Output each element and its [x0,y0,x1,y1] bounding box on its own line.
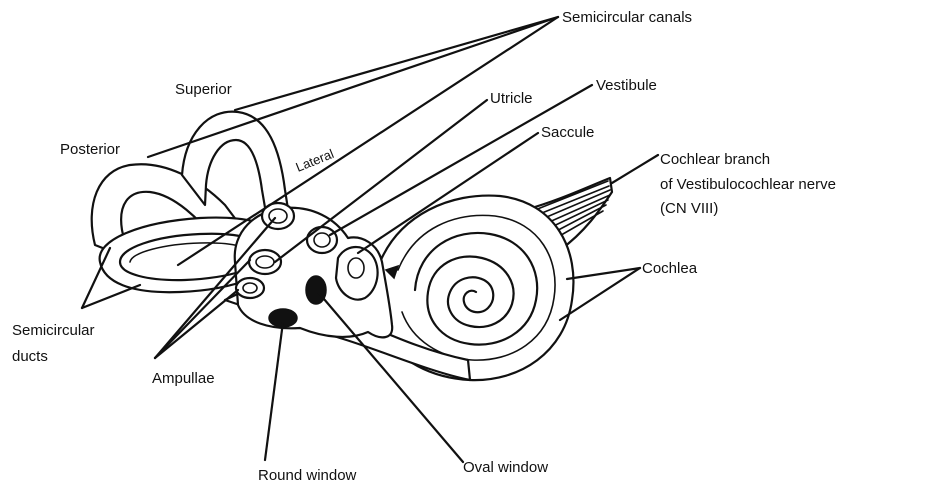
vestibule-body [235,203,398,337]
label-ampullae: Ampullae [152,370,215,387]
label-lateral: Lateral [294,146,337,175]
label-cochlear-branch-line2: of Vestibulocochlear nerve [660,176,836,193]
label-utricle: Utricle [490,90,533,107]
label-semicircular-ducts-line2: ducts [12,348,48,365]
label-superior: Superior [175,81,232,98]
label-semicircular-canals: Semicircular canals [562,9,692,26]
label-cochlear-branch-line3: (CN VIII) [660,200,718,217]
label-oval-window: Oval window [463,459,548,476]
label-cochlear-branch-line1: Cochlear branch [660,151,770,168]
label-posterior: Posterior [60,141,120,158]
label-round-window: Round window [258,467,357,484]
label-vestibule: Vestibule [596,77,657,94]
label-semicircular-ducts-line1: Semicircular [12,322,95,339]
label-cochlea: Cochlea [642,260,698,277]
label-saccule: Saccule [541,124,594,141]
